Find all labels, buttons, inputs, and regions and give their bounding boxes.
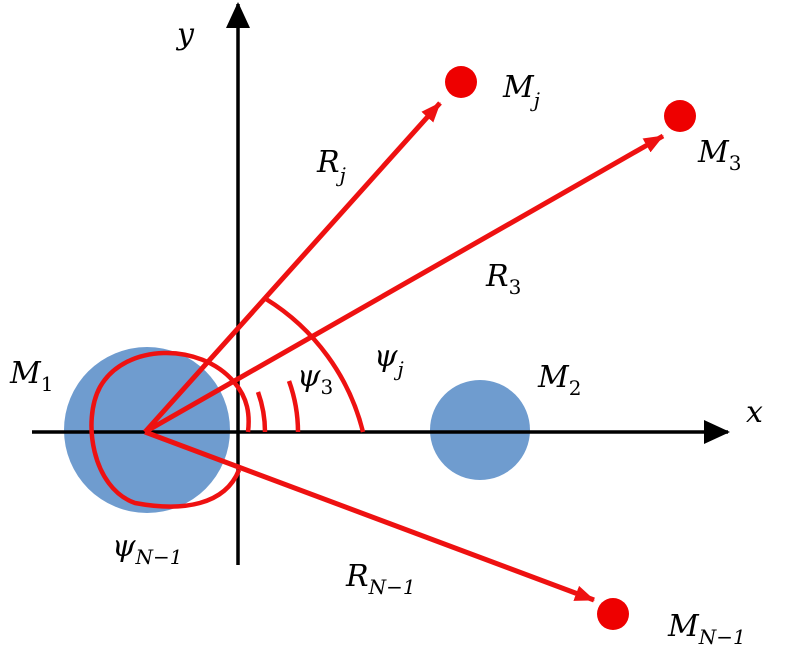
label-psi3: ψ3 — [297, 359, 333, 399]
label-psiN1: ψN−1 — [112, 529, 183, 569]
label-m1: M1 — [9, 356, 53, 396]
label-rj: Rj — [316, 145, 346, 187]
arc-psi3 — [286, 380, 301, 433]
y-axis-label: y — [175, 17, 195, 52]
label-mj: Mj — [502, 70, 540, 112]
x-axis-label: x — [746, 395, 763, 430]
vector-rN1 — [144, 429, 595, 603]
label-rN1: RN−1 — [345, 559, 416, 599]
arc-psi3-inner — [255, 391, 268, 433]
label-m2: M2 — [537, 360, 581, 400]
point-mass-m3 — [664, 100, 696, 132]
label-psij: ψj — [374, 339, 404, 381]
vector-r3 — [143, 133, 665, 435]
point-mass-mj — [445, 66, 477, 98]
arc-psij — [264, 297, 366, 433]
label-r3: R3 — [485, 259, 521, 299]
vector-rj — [143, 101, 442, 434]
body-m2 — [430, 380, 530, 480]
label-m3: M3 — [697, 135, 741, 175]
label-mN1: MN−1 — [667, 609, 746, 649]
point-mass-mN1 — [597, 598, 629, 630]
